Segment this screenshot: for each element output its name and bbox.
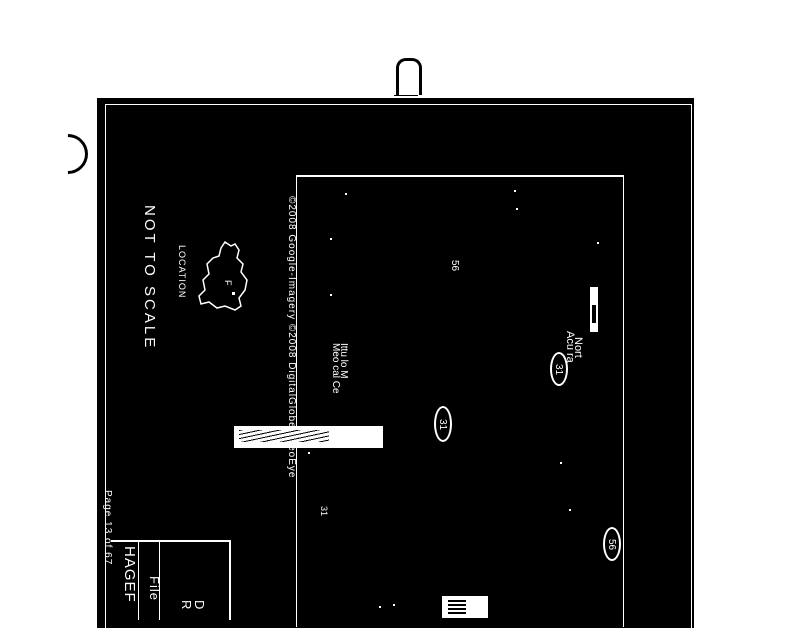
title-block-d-label: D xyxy=(192,600,207,611)
map-dot xyxy=(597,242,599,244)
punch-hole-left xyxy=(39,125,97,183)
not-to-scale-text: NOT TO SCALE xyxy=(141,205,158,351)
map-dot xyxy=(345,193,347,195)
punch-hole-top xyxy=(394,58,422,98)
state-outline: F xyxy=(198,240,248,311)
map-marker xyxy=(590,287,598,332)
location-label: LOCATION xyxy=(177,245,187,299)
map-dot xyxy=(379,606,381,608)
legend-block xyxy=(442,596,488,618)
route-shield-31: 31 xyxy=(550,352,568,386)
route-shield-31: 31 xyxy=(434,406,452,442)
map-dot xyxy=(393,604,395,606)
road-label-31: 31 xyxy=(319,506,329,517)
map-dot xyxy=(308,452,310,454)
map-frame xyxy=(296,175,624,627)
road-label-56: 56 xyxy=(449,260,460,272)
title-block-r-label: R xyxy=(179,600,194,611)
redaction-strip xyxy=(234,426,383,448)
medical-center-label-line2: Meo cal Ce xyxy=(330,343,341,394)
svg-text:F: F xyxy=(223,280,233,286)
drawing-sheet xyxy=(97,96,694,628)
map-dot xyxy=(569,509,571,511)
map-dot xyxy=(560,462,562,464)
map-dot xyxy=(514,190,516,192)
title-block-name: HAGEF xyxy=(121,546,138,603)
title-block-file-label: File xyxy=(147,576,162,601)
map-dot xyxy=(516,208,518,210)
route-shield-56: 56 xyxy=(603,527,621,561)
map-dot xyxy=(330,294,332,296)
title-block xyxy=(111,540,231,620)
map-dot xyxy=(330,238,332,240)
